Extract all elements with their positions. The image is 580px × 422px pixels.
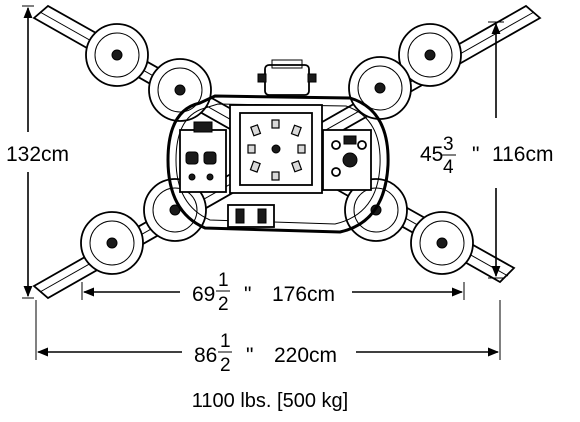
vacuum-pad-bottom-left-inner [143,178,207,242]
right-inch-unit: " [472,143,479,166]
outer-width-cm: 220cm [274,344,337,367]
central-frame [166,94,390,234]
top-gauge [257,59,317,96]
vacuum-pad-bottom-right-outer [410,211,474,275]
dimension-line-outer-width [35,300,501,360]
outer-inch-whole: 86 [194,344,217,367]
label-left-height: 132cm [4,138,84,166]
inner-inch-numerator: 1 [218,270,229,291]
dimension-line-left-height [22,5,34,299]
vacuum-pad-top-left-outer [85,23,149,87]
inner-inch-unit: " [244,283,251,306]
vacuum-pump-housing [229,104,323,194]
outer-inch-denominator: 2 [220,355,231,376]
label-outer-width: 86 1 2 " 220cm [190,330,352,380]
right-inch-whole: 45 [420,143,443,166]
right-inch-numerator: 3 [443,134,454,155]
bottom-battery-pack [227,204,275,228]
right-height-cm: 116cm [492,143,553,166]
weight-capacity-label: 1100 lbs. [500 kg] [192,390,348,412]
vacuum-pad-top-left-inner [148,58,212,122]
label-right-height: 45 3 4 " 116cm [416,124,576,182]
dimension-line-right-height [488,21,504,279]
vacuum-pad-top-right-inner [348,56,412,120]
outer-inch-unit: " [246,344,253,367]
vacuum-pads [80,23,474,275]
inner-inch-whole: 69 [192,283,215,306]
control-box-right [322,129,372,191]
inner-width-cm: 176cm [272,283,335,306]
dimension-line-inner-width [81,282,465,300]
label-inner-width: 69 1 2 " 176cm [188,268,350,316]
right-inch-denominator: 4 [443,157,454,178]
control-box-left [179,121,227,193]
vacuum-pad-top-right-outer [398,23,462,87]
vacuum-pad-bottom-left-outer [80,211,144,275]
outer-inch-numerator: 1 [220,331,231,352]
left-height-text: 132cm [6,143,69,166]
inner-inch-denominator: 2 [218,294,229,315]
